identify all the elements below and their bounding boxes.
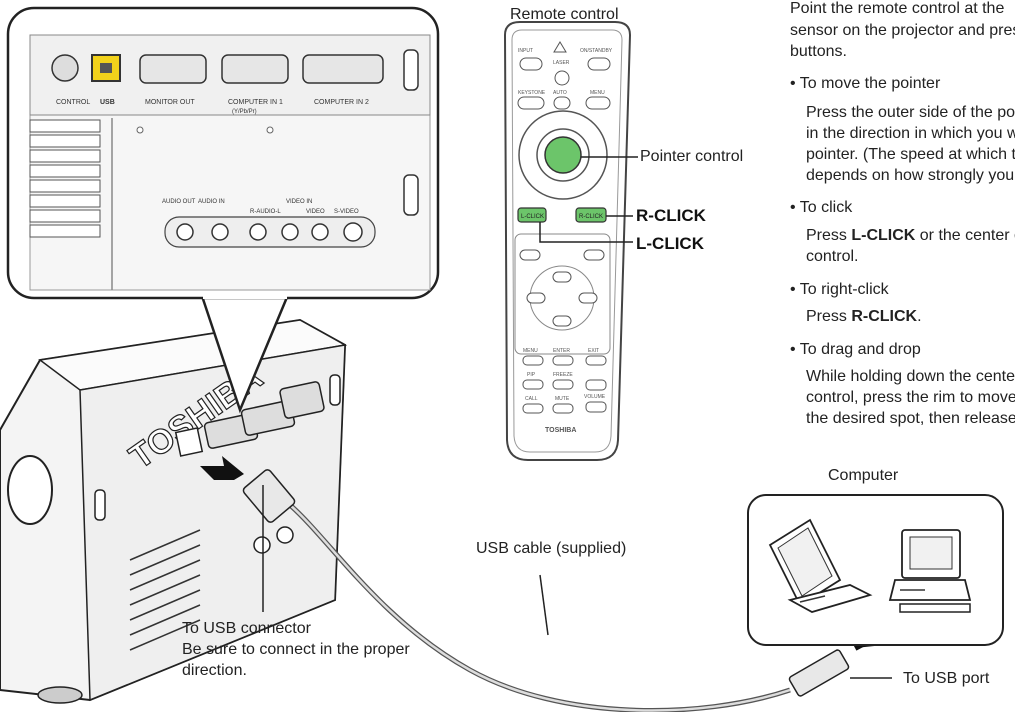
right-click-bold: R-CLICK [851,308,918,325]
port-label-monitor-out: MONITOR OUT [145,99,195,106]
remote-freeze-label: FREEZE [553,372,573,378]
remote-power-label: ON/STANDBY [580,48,613,54]
pointer-control-label: Pointer control [640,148,744,165]
move-line-1: Press the outer side of the pointer cont… [806,104,1015,121]
usb-cable-label: USB cable (supplied) [476,540,627,557]
bullet-drag-drop: • To drag and drop [790,341,921,358]
move-line-3: pointer. (The speed at which the pointer… [806,146,1015,163]
to-usb-connector-label: To USB connector [182,620,311,637]
remote-enter-label: ENTER [553,348,570,354]
audio-out-label: AUDIO OUT [162,199,196,205]
r-click-label: R-CLICK [636,206,706,225]
remote-keystone-label: KEYSTONE [518,90,546,96]
video-in-label: VIDEO IN [286,199,312,205]
usb-note-line2: direction. [182,662,247,679]
remote-menu-top-label: MENU [590,90,605,96]
port-label-usb: USB [100,99,115,106]
computer-label: Computer [828,467,899,484]
drag-line-1: While holding down the center of the poi… [806,368,1015,385]
bullet-move-pointer: • To move the pointer [790,75,941,92]
r-audio-l-label: R-AUDIO-L [250,209,281,215]
to-usb-port-label: To USB port [903,670,990,687]
move-line-2: in the direction in which you wish to mo… [806,125,1015,142]
remote-brand: TOSHIBA [545,427,576,434]
instructions-panel: Point the remote control at the sensor o… [790,0,1015,470]
s-video-label: S-VIDEO [334,209,359,215]
usb-note-line1: Be sure to connect in the proper [182,641,410,658]
l-click-label: L-CLICK [636,234,704,253]
usb-connector-note: To USB connector Be sure to connect in t… [182,618,410,681]
click-suffix: or the center of the pointer [919,227,1015,244]
l-click-key [517,207,547,223]
port-label-computer-in-2: COMPUTER IN 2 [314,99,369,106]
intro-line-2: sensor on the projector and press [790,22,1015,39]
remote-mute-label: MUTE [555,396,570,402]
remote-input-label: INPUT [518,48,533,54]
click-line-2: control. [806,248,859,265]
right-click-line: Press R-CLICK. [806,306,922,327]
remote-control: INPUT LASER ON/STANDBY KEYSTONE AUTO MEN… [503,21,632,461]
audio-in-label: AUDIO IN [198,199,225,205]
computer-illustration [747,494,1004,646]
right-click-prefix: Press [806,308,852,325]
click-bold: L-CLICK [851,227,916,244]
pointer-control-button [544,136,582,174]
remote-exit-label: EXIT [588,348,599,354]
leader-lines [262,485,892,679]
video-label: VIDEO [306,209,325,215]
click-line-1: Press L-CLICK or the center of the point… [806,225,1015,246]
rear-panel-callout: CONTROL USB MONITOR OUT COMPUTER IN 1 (Y… [6,6,440,414]
click-prefix: Press [806,227,852,244]
remote-control-label: Remote control [510,6,619,23]
port-sublabel: (Y/Pb/Pr) [232,109,257,115]
r-click-key [575,207,607,223]
intro-line-1: Point the remote control at the [790,0,1005,17]
port-label-computer-in-1: COMPUTER IN 1 [228,99,283,106]
intro-line-3: buttons. [790,43,847,60]
drag-line-2: control, press the rim to move the point… [806,389,1015,406]
remote-auto-label: AUTO [553,90,567,96]
r-click-key-label: R-CLICK [579,214,603,220]
remote-leader-lines [539,156,638,243]
remote-pip-label: PIP [527,372,536,378]
drag-line-3: the desired spot, then release. [806,410,1015,427]
l-click-key-label: L-CLICK [521,214,544,220]
move-line-4: depends on how strongly you press.) [806,167,1015,184]
right-click-suffix: . [917,308,922,325]
remote-menu-label: MENU [523,348,538,354]
bullet-click: • To click [790,199,853,216]
port-label-control: CONTROL [56,99,90,106]
bullet-right-click: • To right-click [790,281,889,298]
remote-call-label: CALL [525,396,538,402]
remote-volume-label: VOLUME [584,394,606,400]
remote-laser-label: LASER [553,60,570,66]
